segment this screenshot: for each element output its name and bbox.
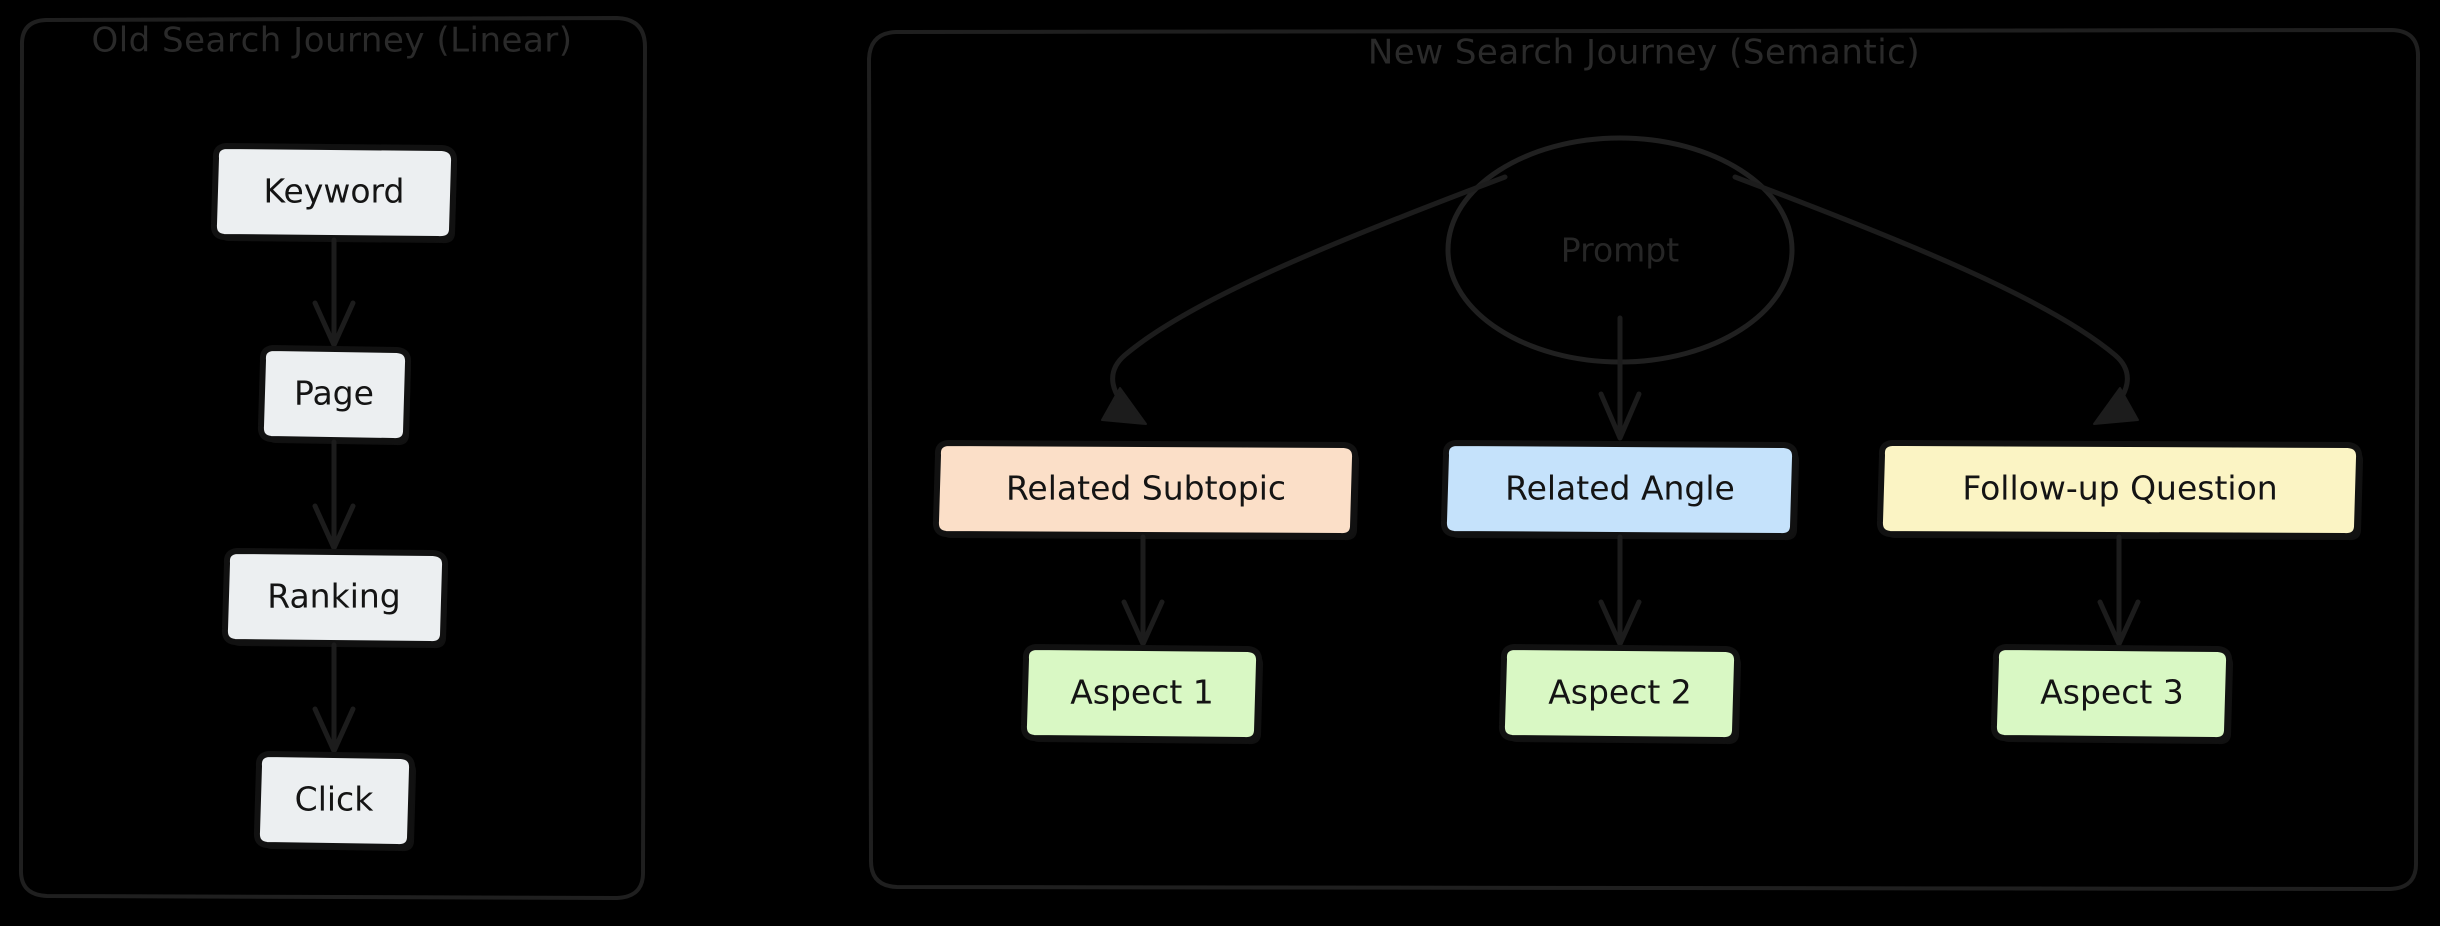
node-click-box: [253, 751, 416, 851]
node-click[interactable]: Click: [253, 751, 417, 852]
edge-ranking-to-click: [312, 642, 356, 754]
edge-prompt-to-related-subtopic: [1101, 174, 1508, 425]
edge-prompt-to-follow-up-question: [1732, 174, 2139, 425]
node-ranking[interactable]: Ranking: [221, 548, 449, 649]
node-related-angle-label: Related Angle: [1505, 469, 1735, 508]
node-related-angle[interactable]: Related Angle: [1440, 440, 1800, 541]
node-ranking-label: Ranking: [267, 577, 400, 616]
panel-new-journey: New Search Journey (Semantic): [867, 28, 2421, 891]
node-keyword-label: Keyword: [264, 172, 405, 211]
panel-old-journey-frame: [18, 16, 647, 900]
panel-new-journey-title: New Search Journey (Semantic): [1368, 33, 1920, 73]
node-follow-up-question-label: Follow-up Question: [1962, 469, 2277, 508]
node-click-label: Click: [295, 780, 375, 819]
node-aspect-3-box: [1990, 644, 2233, 744]
node-related-subtopic[interactable]: Related Subtopic: [932, 440, 1360, 541]
node-prompt[interactable]: Prompt: [1445, 135, 1795, 365]
node-aspect-2-label: Aspect 2: [1548, 673, 1692, 712]
node-follow-up-question[interactable]: Follow-up Question: [1876, 440, 2364, 541]
node-aspect-1-box: [1020, 644, 1263, 744]
edge-related-angle-to-aspect-2: [1598, 534, 1642, 647]
node-aspect-3-label: Aspect 3: [2040, 673, 2184, 712]
node-keyword[interactable]: Keyword: [210, 143, 458, 244]
panel-old-journey: Old Search Journey (Linear): [18, 16, 647, 900]
node-aspect-2[interactable]: Aspect 2: [1498, 644, 1742, 745]
node-page-label: Page: [294, 374, 374, 413]
node-prompt-label: Prompt: [1561, 231, 1679, 270]
edge-prompt-to-related-angle: [1598, 315, 1642, 441]
panel-new-journey-frame: [867, 28, 2421, 891]
node-page-box: [257, 345, 412, 445]
edge-keyword-to-page: [312, 237, 356, 348]
node-page[interactable]: Page: [257, 345, 412, 446]
node-related-angle-box: [1440, 440, 1799, 540]
edge-follow-up-question-to-aspect-3: [2097, 534, 2141, 647]
node-keyword-box: [210, 143, 458, 243]
node-aspect-1-label: Aspect 1: [1070, 673, 1214, 712]
node-aspect-2-box: [1498, 644, 1741, 744]
node-related-subtopic-label: Related Subtopic: [1006, 469, 1286, 508]
edge-related-subtopic-to-aspect-1: [1121, 534, 1165, 647]
edge-page-to-ranking: [312, 439, 356, 551]
node-ranking-box: [221, 548, 449, 648]
node-follow-up-question-box: [1876, 440, 2363, 540]
panel-old-journey-title: Old Search Journey (Linear): [91, 21, 572, 61]
node-aspect-1[interactable]: Aspect 1: [1020, 644, 1264, 745]
node-related-subtopic-box: [932, 440, 1359, 540]
node-aspect-3[interactable]: Aspect 3: [1990, 644, 2234, 745]
